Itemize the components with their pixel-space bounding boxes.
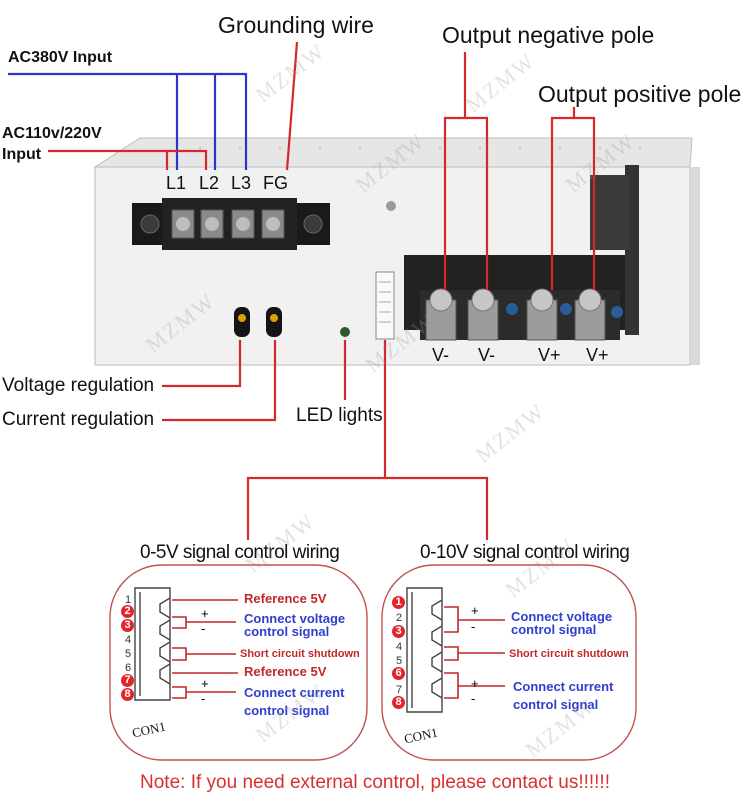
left-minus-1: - [201,621,206,636]
ac110-input-label-line2: Input [2,146,42,163]
grounding-wire [285,41,299,171]
left-pin-2: 2 [121,605,134,618]
right-pin-7: 7 [396,684,403,696]
right-connect-current-line2: control signal [513,697,599,712]
voltage-regulation-line [162,340,242,388]
ac110-wiring [48,149,208,170]
right-plus-1: + [471,603,479,618]
right-short-circuit: Short circuit shutdown [509,648,629,660]
output-negative-label: Output negative pole [442,22,655,48]
right-connector-drawing [406,587,443,713]
panel-right-frame [381,564,637,761]
terminal-l2: L2 [199,173,220,193]
input-terminal-block [132,198,330,250]
left-short-circuit: Short circuit shutdown [240,648,360,660]
right-pin-3: 3 [392,625,405,638]
current-regulation-label: Current regulation [2,409,155,430]
left-pin-6: 6 [125,662,132,674]
voltage-regulation-label: Voltage regulation [2,375,155,396]
led-indicator [340,327,350,337]
terminal-v-plus-2: V+ [586,345,609,365]
left-plus-1: + [201,606,209,621]
left-pin-1: 1 [125,594,132,606]
left-pin-8: 8 [121,688,134,701]
panel-left-title: 0-5V signal control wiring [140,542,340,563]
right-minus-2: - [471,691,476,706]
left-plus-2: + [201,676,209,691]
left-connect-current-line2: control signal [244,703,330,718]
right-pin-6: 6 [392,667,405,680]
right-connect-voltage-line1: Connect voltage [511,609,613,624]
led-lights-label: LED lights [296,405,383,426]
left-connector-drawing [134,587,171,701]
ac110-input-label-line1: AC110v/220V [2,125,102,142]
right-connect-current-line1: Connect current [513,679,614,694]
terminal-v-minus-1: V- [432,345,450,365]
terminal-l1: L1 [166,173,187,193]
output-positive-wiring [550,107,596,290]
right-plus-2: + [471,676,479,691]
right-connect-voltage-line2: control signal [511,622,597,637]
left-pin-4: 4 [125,634,132,646]
output-terminals [420,288,623,341]
current-regulation-line [162,340,277,422]
panel-right-title: 0-10V signal control wiring [420,542,630,563]
left-connect-voltage-line2: control signal [244,624,330,639]
terminal-v-plus-1: V+ [538,345,561,365]
left-reference-5v-2: Reference 5V [244,664,327,679]
grounding-wire-label: Grounding wire [218,12,374,38]
panel-left-frame [109,564,368,761]
left-connect-voltage-line1: Connect voltage [244,611,346,626]
left-minus-2: - [201,691,206,706]
right-pin-5: 5 [396,655,403,667]
left-connect-current-line1: Connect current [244,685,345,700]
output-positive-label: Output positive pole [538,81,742,107]
signal-branch-wiring [246,340,489,540]
left-reference-5v-1: Reference 5V [244,591,327,606]
right-pin-2: 2 [396,612,403,624]
left-pin-5: 5 [125,648,132,660]
terminal-v-minus-2: V- [478,345,496,365]
left-pin-7: 7 [121,674,134,687]
right-pin-1: 1 [392,596,405,609]
terminal-fg: FG [263,173,288,193]
terminal-l3: L3 [231,173,252,193]
voltage-potentiometer [234,307,250,337]
current-potentiometer [266,307,282,337]
ac380-input-label: AC380V Input [8,49,113,66]
left-pin-3: 3 [121,619,134,632]
contact-note: Note: If you need external control, plea… [140,772,610,793]
output-negative-wiring [443,52,489,290]
ac380-wiring [8,72,248,170]
right-pin-8: 8 [392,696,405,709]
right-pin-4: 4 [396,641,403,653]
right-minus-1: - [471,619,476,634]
